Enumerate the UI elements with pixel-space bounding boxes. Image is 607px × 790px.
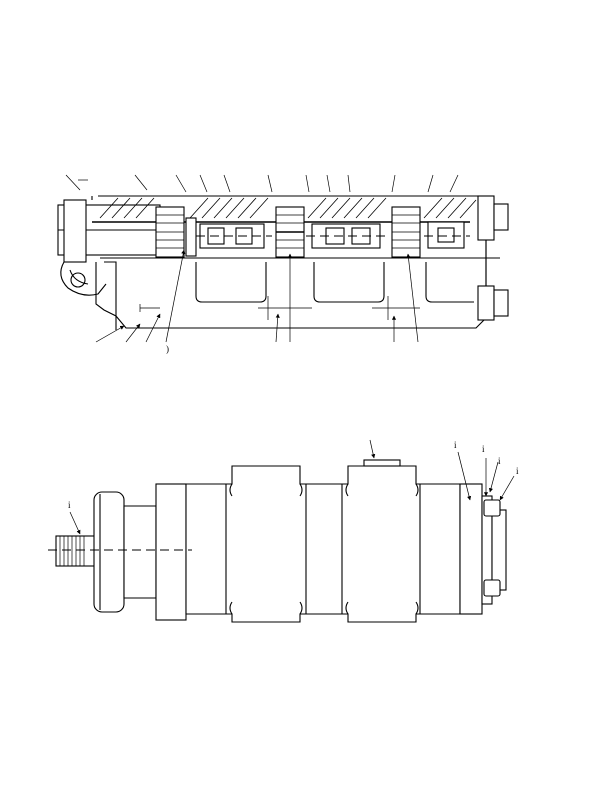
exterior-leaders: i i i i i bbox=[68, 439, 519, 535]
coupling-1 bbox=[196, 223, 272, 249]
section-hatching bbox=[99, 197, 477, 219]
exterior-callout: i bbox=[498, 456, 501, 466]
gear-stage-1 bbox=[155, 206, 197, 258]
exterior-callout: i bbox=[68, 500, 71, 510]
gear-stage-2 bbox=[275, 206, 305, 258]
drive-shaft bbox=[55, 535, 97, 567]
exterior-callout: i bbox=[516, 466, 519, 476]
pump-section-view: ) bbox=[57, 174, 509, 354]
mounting-flange bbox=[93, 491, 157, 613]
lower-pockets bbox=[139, 262, 474, 320]
section-top-leaders bbox=[65, 174, 459, 193]
section-callout: ) bbox=[166, 344, 169, 354]
section-bottom-leaders: ) bbox=[95, 249, 419, 354]
exterior-callout: i bbox=[454, 440, 457, 450]
end-cover bbox=[459, 483, 507, 615]
pump-exterior-view: i i i i i bbox=[48, 439, 519, 623]
coupling-2 bbox=[306, 223, 388, 249]
gear-stage-3 bbox=[391, 206, 470, 258]
exterior-callout: i bbox=[482, 444, 485, 454]
input-shaft bbox=[57, 199, 161, 296]
pump-body bbox=[155, 459, 461, 623]
